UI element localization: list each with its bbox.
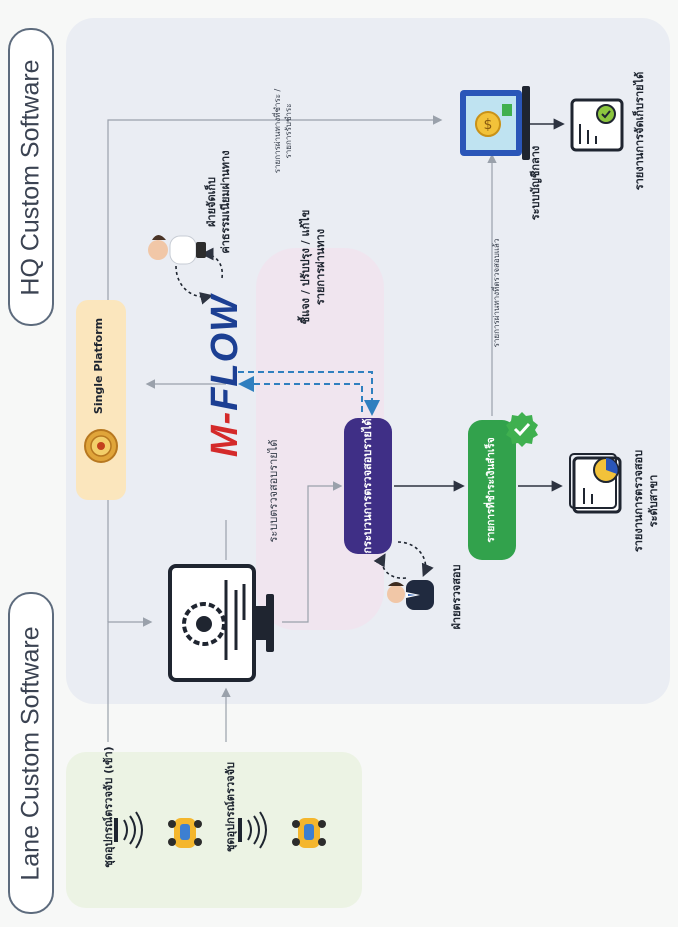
- lane-device-in-label: ชุดอุปกรณ์ตรวจจับ (เข้า): [102, 746, 115, 868]
- mflow-logo-m: M-: [204, 410, 246, 458]
- inspector-person-icon: [387, 580, 434, 610]
- dispute-dashed-connector: [238, 371, 380, 416]
- collector-person-icon: [148, 235, 206, 265]
- auto-check-process-node: กระบวนการตรวจสอบรายได้: [344, 418, 392, 554]
- top-route-label: รายการผ่านทางที่ชำระ / รายการรับชำระ: [273, 88, 293, 174]
- check-badge-icon: [506, 412, 538, 447]
- single-platform-node: Single Platform: [76, 300, 126, 500]
- laptop-coins-icon: $: [460, 86, 530, 160]
- monitor-to-platform-connector: [145, 379, 227, 560]
- report-document-icon: [570, 98, 624, 152]
- hq-title: HQ Custom Software: [8, 28, 54, 326]
- mflow-logo-flow: FLOW: [204, 294, 246, 411]
- success-transaction-label: รายการที่ชำระเงินสำเร็จ: [486, 437, 497, 543]
- lane-device-out-label: ชุดอุปกรณ์ตรวจจับ: [224, 761, 237, 853]
- mflow-logo: M-FLOW: [204, 291, 246, 461]
- success-transaction-node: รายการที่ชำระเงินสำเร็จ: [468, 420, 516, 560]
- inspector-loop-connector: [373, 541, 434, 579]
- car-icon: [168, 818, 202, 848]
- monitor-to-process-connector: [282, 481, 343, 623]
- auto-check-system-label: ระบบตรวจสอบรายได้: [267, 439, 280, 543]
- monitor-gear-icon: [168, 564, 274, 682]
- to-accounting-label: รายการผ่านทางที่ตรวจสอบแล้ว: [492, 238, 501, 348]
- signal-antenna-icon: [114, 811, 143, 849]
- royal-seal-icon: [84, 429, 118, 463]
- pie-chart-report-icon: [569, 453, 622, 514]
- svg-text:$: $: [484, 117, 493, 133]
- collector-loop-connector: [175, 247, 224, 305]
- car-icon: [292, 818, 326, 848]
- dispute-label: ชี้แจง / ปรับปรุง / แก้ไข รายการผ่านทาง: [299, 209, 327, 325]
- revenue-report-label: รายงานการจัดเก็บรายได้: [633, 71, 646, 191]
- mflow-logo-text: M-FLOW: [204, 295, 246, 457]
- accounting-label: ระบบบัญชีกลาง: [529, 145, 542, 221]
- verify-report-label: รายงานการตรวจสอบ ระดับสาขา: [632, 449, 660, 553]
- collector-dept-label: ฝ่ายจัดเก็บ ค่าธรรมเนียมผ่านทาง: [205, 150, 232, 254]
- single-platform-label: Single Platform: [92, 317, 105, 415]
- lane-title: Lane Custom Software: [8, 592, 54, 914]
- signal-antenna-icon: [238, 811, 267, 849]
- auto-check-process-label: กระบวนการตรวจสอบรายได้: [361, 418, 374, 554]
- inspector-dept-label: ฝ่ายตรวจสอบ: [450, 564, 463, 630]
